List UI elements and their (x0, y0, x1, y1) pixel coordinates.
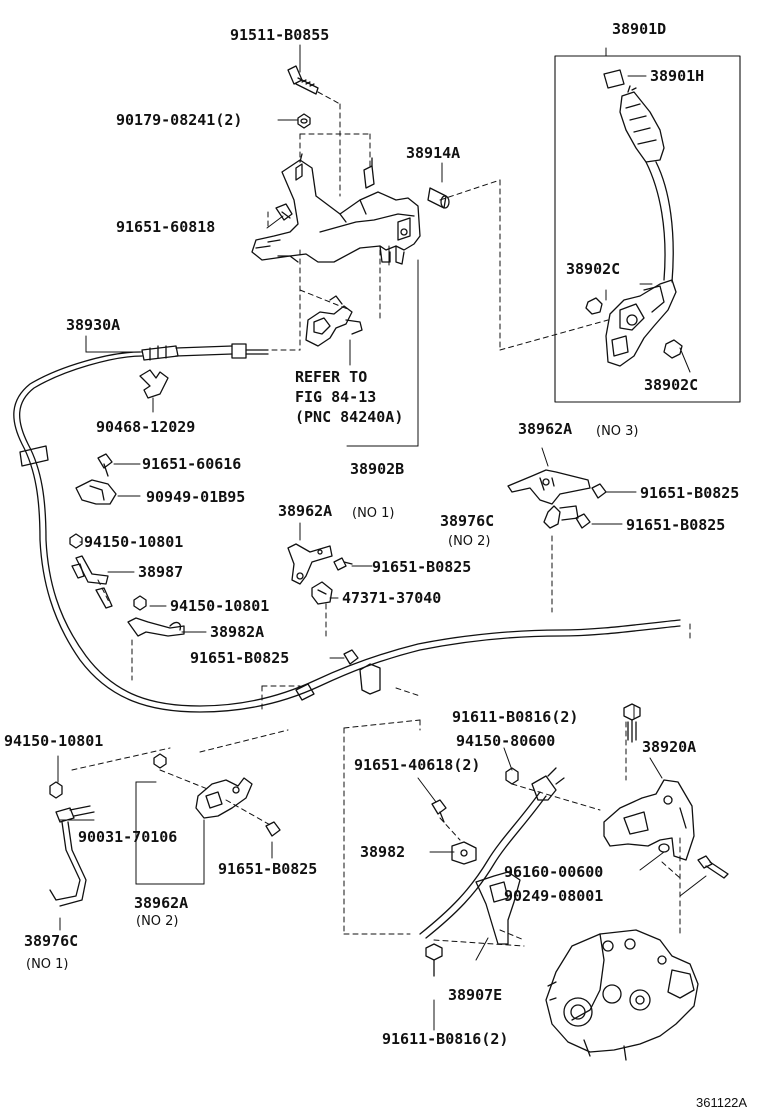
label-90249-08001: 90249-08001 (504, 887, 604, 905)
label-91651-B0825-d: 91651-B0825 (190, 649, 290, 667)
bolt-91651-B0825-c (333, 557, 353, 571)
label-38976C-no2: 38976C (440, 512, 495, 530)
label-91611-B0816-bottom: 91611-B0816(2) (382, 1030, 509, 1048)
cable-clamp (295, 663, 381, 701)
bolt-91651-40618 (431, 799, 447, 823)
label-38982A: 38982A (210, 623, 265, 641)
clip-47371-37040 (311, 581, 333, 605)
bolt-91611-B0816-bottom (425, 943, 443, 977)
label-90031-70106: 90031-70106 (78, 828, 178, 846)
label-91651-B0825-b: 91651-B0825 (626, 516, 726, 534)
label-91651-B0825-c: 91651-B0825 (372, 558, 472, 576)
label-38902C-top: 38902C (566, 260, 621, 278)
shift-lever-38901D (603, 69, 677, 367)
nut-38902C-bottom (663, 339, 683, 359)
label-90468-12029: 90468-12029 (96, 418, 196, 436)
phantom-lines (71, 91, 691, 947)
label-38901D: 38901D (612, 20, 667, 38)
label-38930A: 38930A (66, 316, 121, 334)
label-91651-B0825-e: 91651-B0825 (218, 860, 318, 878)
label-38920A: 38920A (642, 738, 697, 756)
label-96160-00600: 96160-00600 (504, 863, 604, 881)
diagram-id: 361122A (696, 1095, 748, 1110)
label-91651-60818: 91651-60818 (116, 218, 216, 236)
label-90179-08241: 90179-08241(2) (116, 111, 243, 129)
nut-90031-70106 (153, 753, 167, 769)
washer-96160-00600 (658, 843, 670, 853)
label-38982: 38982 (360, 843, 406, 861)
label-90949-01B95: 90949-01B95 (146, 488, 246, 506)
clip-38976C-no2 (543, 505, 579, 529)
bolt-91611-B0816-top (623, 703, 641, 743)
bracket-38920A (603, 779, 695, 861)
transmission-housing (545, 929, 699, 1061)
bracket-38982A (127, 617, 185, 637)
label-38962A-no1: 38962A (278, 502, 333, 520)
label-38962A-no3-sub: (NO 3) (596, 424, 639, 439)
bracket-38987 (71, 555, 113, 609)
bolt-91651-B0825-e (265, 821, 281, 837)
label-38976C-no1-sub: (NO 1) (26, 957, 69, 972)
label-91511-B0855: 91511-B0855 (230, 26, 330, 44)
label-38914A: 38914A (406, 144, 461, 162)
label-38901H: 38901H (650, 67, 705, 85)
label-94150-80600: 94150-80600 (456, 732, 556, 750)
clamp-90949-01B95 (75, 479, 117, 505)
bolt-91651-60616 (97, 453, 113, 477)
bolt-91651-B0825-b (575, 513, 591, 529)
label-47371-37040: 47371-37040 (342, 589, 442, 607)
label-38976C-no1: 38976C (24, 932, 79, 950)
label-91611-B0816-top: 91611-B0816(2) (452, 708, 579, 726)
label-38962A-no1-sub: (NO 1) (352, 506, 395, 521)
nut-94150-10801-a (69, 533, 83, 549)
clip-90468-12029 (139, 369, 169, 399)
shift-lever-bracket (251, 153, 421, 265)
label-38987: 38987 (138, 563, 184, 581)
bolt-91511-B0855 (287, 65, 319, 95)
transmission-cable (419, 767, 565, 939)
cable-end-clip (305, 295, 363, 347)
label-94150-10801-a: 94150-10801 (84, 533, 184, 551)
label-91651-40618: 91651-40618(2) (354, 756, 481, 774)
nut-38902C-top (585, 297, 603, 315)
bolt-91651-B0825-d (343, 649, 359, 665)
bracket-38962A-no3 (507, 469, 591, 505)
clip-38982 (451, 841, 477, 865)
label-38962A-no2-sub: (NO 2) (136, 914, 179, 929)
nut-94150-80600 (505, 767, 519, 785)
nut-94150-10801-c (49, 781, 63, 799)
bolt-90249-08001 (697, 855, 729, 879)
bracket-38962A-no2 (195, 777, 253, 819)
group-box-38901D (554, 55, 741, 403)
nut-94150-10801-b (133, 595, 147, 611)
label-38962A-no3: 38962A (518, 420, 573, 438)
bracket-38962A-no1 (287, 543, 333, 585)
label-38902C-bottom: 38902C (644, 376, 699, 394)
shift-cable-38930A (13, 343, 681, 713)
label-38902B: 38902B (350, 460, 405, 478)
pin-38914A (427, 187, 450, 209)
label-94150-10801-b: 94150-10801 (170, 597, 270, 615)
rod-38976C-no1 (49, 805, 95, 907)
bolt-91651-B0825-a (591, 483, 607, 499)
bracket-38907E (475, 871, 521, 945)
bolt-91651-60818 (275, 203, 293, 221)
nut-90179-08241 (297, 113, 311, 129)
refer-line-2: FIG 84-13 (295, 388, 377, 406)
label-38962A-no2: 38962A (134, 894, 189, 912)
label-91651-B0825-a: 91651-B0825 (640, 484, 740, 502)
label-38907E: 38907E (448, 986, 503, 1004)
label-38976C-no2-sub: (NO 2) (448, 534, 491, 549)
label-91651-60616: 91651-60616 (142, 455, 242, 473)
refer-line-3: (PNC 84240A) (295, 408, 404, 426)
refer-line-1: REFER TO (295, 368, 368, 386)
label-94150-10801-c: 94150-10801 (4, 732, 104, 750)
